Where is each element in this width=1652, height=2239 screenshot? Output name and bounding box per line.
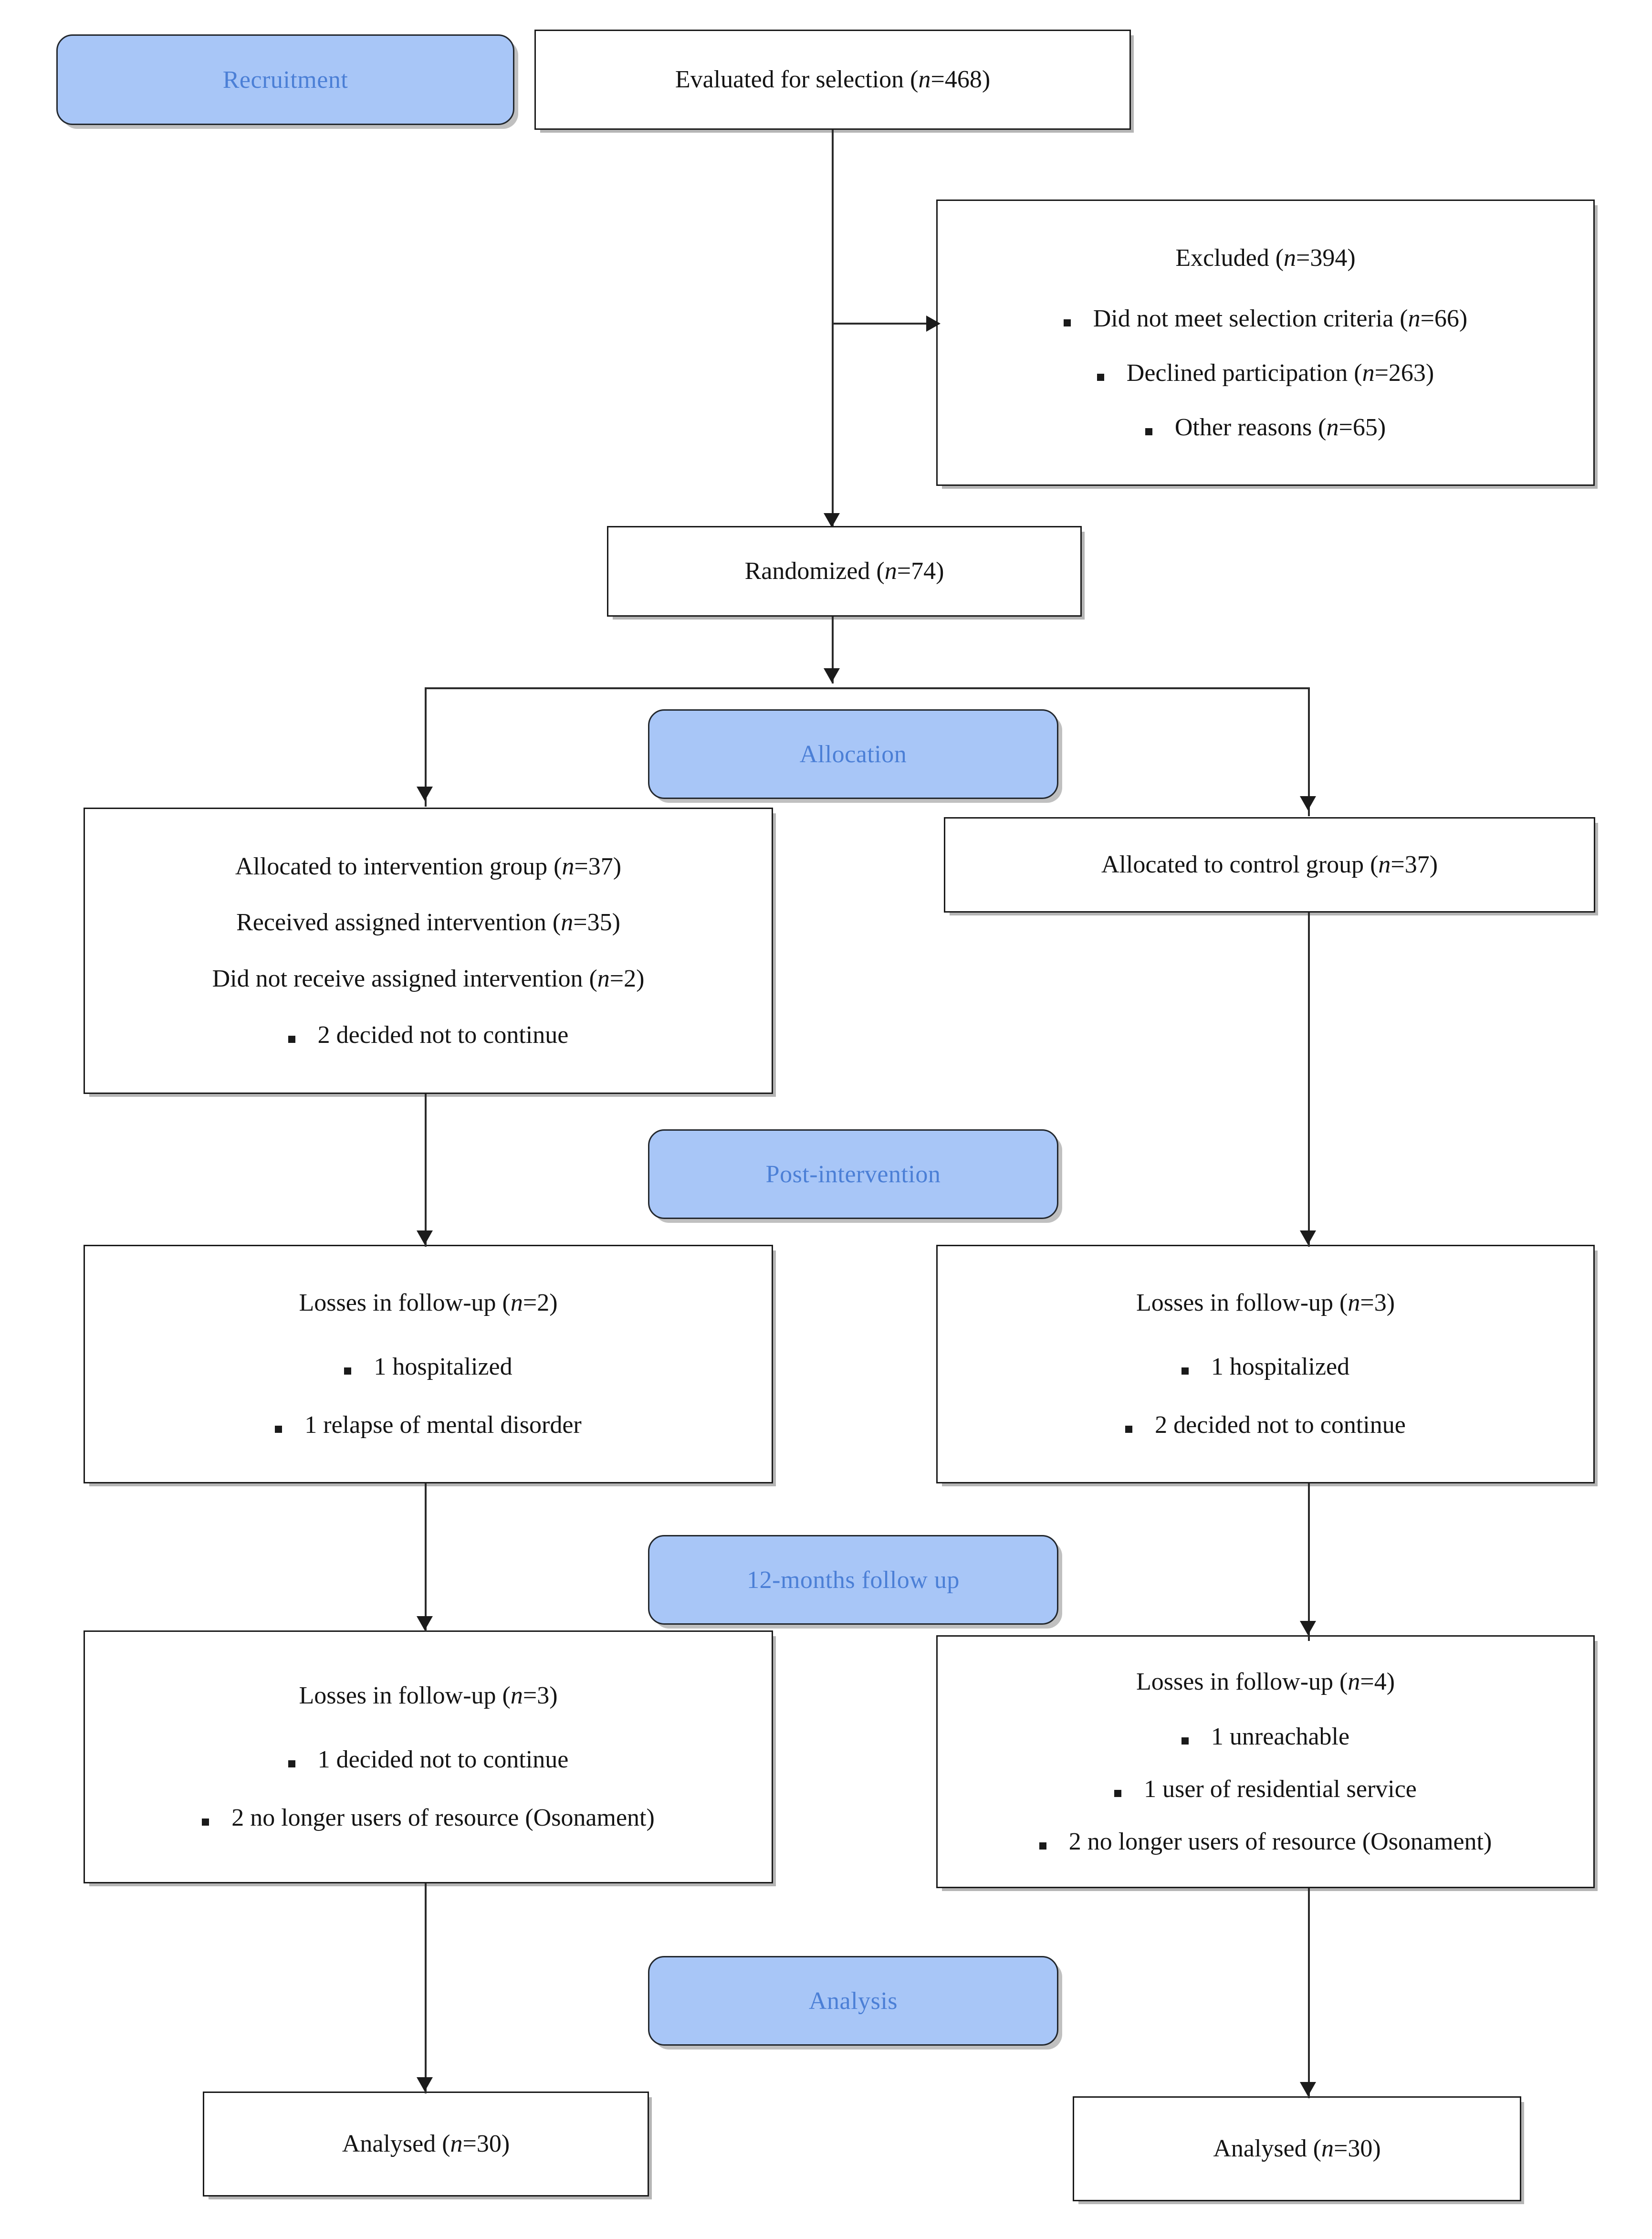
stage-badge-analysis-label: Analysis	[809, 1987, 898, 2015]
analysed-left-title: Analysed (n=30)	[342, 2130, 510, 2158]
connector-intervention-to-post	[425, 1094, 427, 1247]
bullet-square-icon	[1114, 1790, 1122, 1797]
connector-randomized-trunk	[832, 617, 834, 683]
box-randomized: Randomized (n=74)	[607, 526, 1082, 617]
bullet-square-icon	[1063, 319, 1071, 327]
bullet-square-icon	[1181, 1367, 1189, 1375]
connector-split-left	[425, 687, 427, 807]
box-followup-losses-control: Losses in follow-up (n=4) 1 unreachable …	[936, 1635, 1595, 1888]
alloc-intervention-line: Received assigned intervention (n=35)	[236, 909, 620, 936]
alloc-intervention-line: Allocated to intervention group (n=37)	[235, 852, 622, 880]
followup-right-item: 1 unreachable	[1181, 1720, 1349, 1754]
stage-badge-12-months-follow-up-label: 12-months follow up	[747, 1566, 960, 1594]
box-followup-losses-intervention: Losses in follow-up (n=3) 1 decided not …	[84, 1630, 773, 1883]
connector-post-to-followup-left	[425, 1483, 427, 1631]
box-allocated-control: Allocated to control group (n=37)	[944, 817, 1595, 913]
post-right-title: Losses in follow-up (n=3)	[1136, 1289, 1395, 1317]
followup-left-title: Losses in follow-up (n=3)	[299, 1682, 558, 1710]
box-post-intervention-losses-intervention: Losses in follow-up (n=2) 1 hospitalized…	[84, 1245, 773, 1483]
arrow-head-post-left-icon	[417, 1230, 433, 1245]
post-right-item: 1 hospitalized	[1181, 1350, 1349, 1384]
excluded-title: Excluded (n=394)	[1175, 244, 1356, 272]
randomized-title: Randomized (n=74)	[744, 557, 944, 585]
stage-badge-allocation-label: Allocation	[799, 740, 907, 768]
bullet-square-icon	[288, 1035, 295, 1043]
post-left-item: 1 hospitalized	[344, 1350, 512, 1384]
excluded-item: Declined participation (n=263)	[1097, 357, 1434, 390]
box-excluded: Excluded (n=394) Did not meet selection …	[936, 200, 1595, 486]
alloc-intervention-line: Did not receive assigned intervention (n…	[212, 965, 645, 992]
followup-right-item: 2 no longer users of resource (Osonament…	[1039, 1825, 1492, 1859]
stage-badge-recruitment: Recruitment	[56, 34, 514, 125]
stage-badge-post-intervention-label: Post-intervention	[765, 1160, 941, 1188]
analysed-right-title: Analysed (n=30)	[1213, 2135, 1381, 2163]
bullet-square-icon	[1145, 428, 1152, 435]
stage-badge-recruitment-label: Recruitment	[222, 66, 348, 94]
box-post-intervention-losses-control: Losses in follow-up (n=3) 1 hospitalized…	[936, 1245, 1595, 1483]
arrow-head-to-intervention-icon	[417, 787, 433, 801]
box-allocated-intervention: Allocated to intervention group (n=37) R…	[84, 808, 773, 1094]
post-left-title: Losses in follow-up (n=2)	[299, 1289, 558, 1317]
connector-split-right	[1308, 687, 1310, 816]
bullet-square-icon	[1097, 374, 1104, 381]
followup-right-item: 1 user of residential service	[1114, 1773, 1417, 1806]
bullet-square-icon	[344, 1367, 352, 1375]
followup-left-item: 1 decided not to continue	[288, 1743, 568, 1776]
arrow-head-to-randomized-icon	[824, 513, 840, 527]
bullet-square-icon	[288, 1760, 295, 1768]
stage-badge-post-intervention: Post-intervention	[648, 1129, 1058, 1219]
arrow-head-split-icon	[824, 668, 840, 683]
bullet-square-icon	[1181, 1737, 1189, 1745]
stage-badge-allocation: Allocation	[648, 709, 1058, 799]
connector-followup-to-analysed-left	[425, 1883, 427, 2093]
alloc-control-line: Allocated to control group (n=37)	[1101, 851, 1438, 879]
excluded-item: Did not meet selection criteria (n=66)	[1063, 302, 1467, 336]
stage-badge-12-months-follow-up: 12-months follow up	[648, 1535, 1058, 1625]
alloc-intervention-item: 2 decided not to continue	[288, 1019, 568, 1052]
bullet-square-icon	[1039, 1842, 1046, 1850]
connector-evaluated-to-randomized	[832, 130, 834, 526]
arrow-head-analysed-left-icon	[417, 2077, 433, 2092]
post-right-item: 2 decided not to continue	[1125, 1409, 1406, 1442]
excluded-item: Other reasons (n=65)	[1145, 411, 1386, 444]
connector-control-to-post	[1308, 913, 1310, 1247]
connector-post-to-followup-right	[1308, 1483, 1310, 1641]
post-left-item: 1 relapse of mental disorder	[275, 1409, 582, 1442]
bullet-square-icon	[202, 1818, 209, 1826]
followup-right-title: Losses in follow-up (n=4)	[1136, 1668, 1395, 1695]
box-analysed-intervention: Analysed (n=30)	[203, 2092, 649, 2197]
arrow-head-post-right-icon	[1300, 1230, 1316, 1245]
connector-evaluated-to-excluded	[832, 323, 930, 325]
arrow-head-to-excluded-icon	[926, 315, 941, 332]
box-analysed-control: Analysed (n=30)	[1073, 2096, 1521, 2201]
arrow-head-to-control-icon	[1300, 796, 1316, 810]
box-evaluated-for-selection: Evaluated for selection (n=468)	[534, 30, 1131, 130]
arrow-head-followup-left-icon	[417, 1616, 433, 1630]
connector-split-horizontal	[425, 687, 1310, 689]
arrow-head-followup-right-icon	[1300, 1621, 1316, 1635]
evaluated-title: Evaluated for selection (n=468)	[675, 66, 991, 94]
stage-badge-analysis: Analysis	[648, 1956, 1058, 2046]
followup-left-item: 2 no longer users of resource (Osonament…	[202, 1801, 655, 1835]
bullet-square-icon	[1125, 1425, 1133, 1433]
bullet-square-icon	[275, 1425, 282, 1433]
connector-followup-to-analysed-right	[1308, 1888, 1310, 2098]
arrow-head-analysed-right-icon	[1300, 2082, 1316, 2096]
